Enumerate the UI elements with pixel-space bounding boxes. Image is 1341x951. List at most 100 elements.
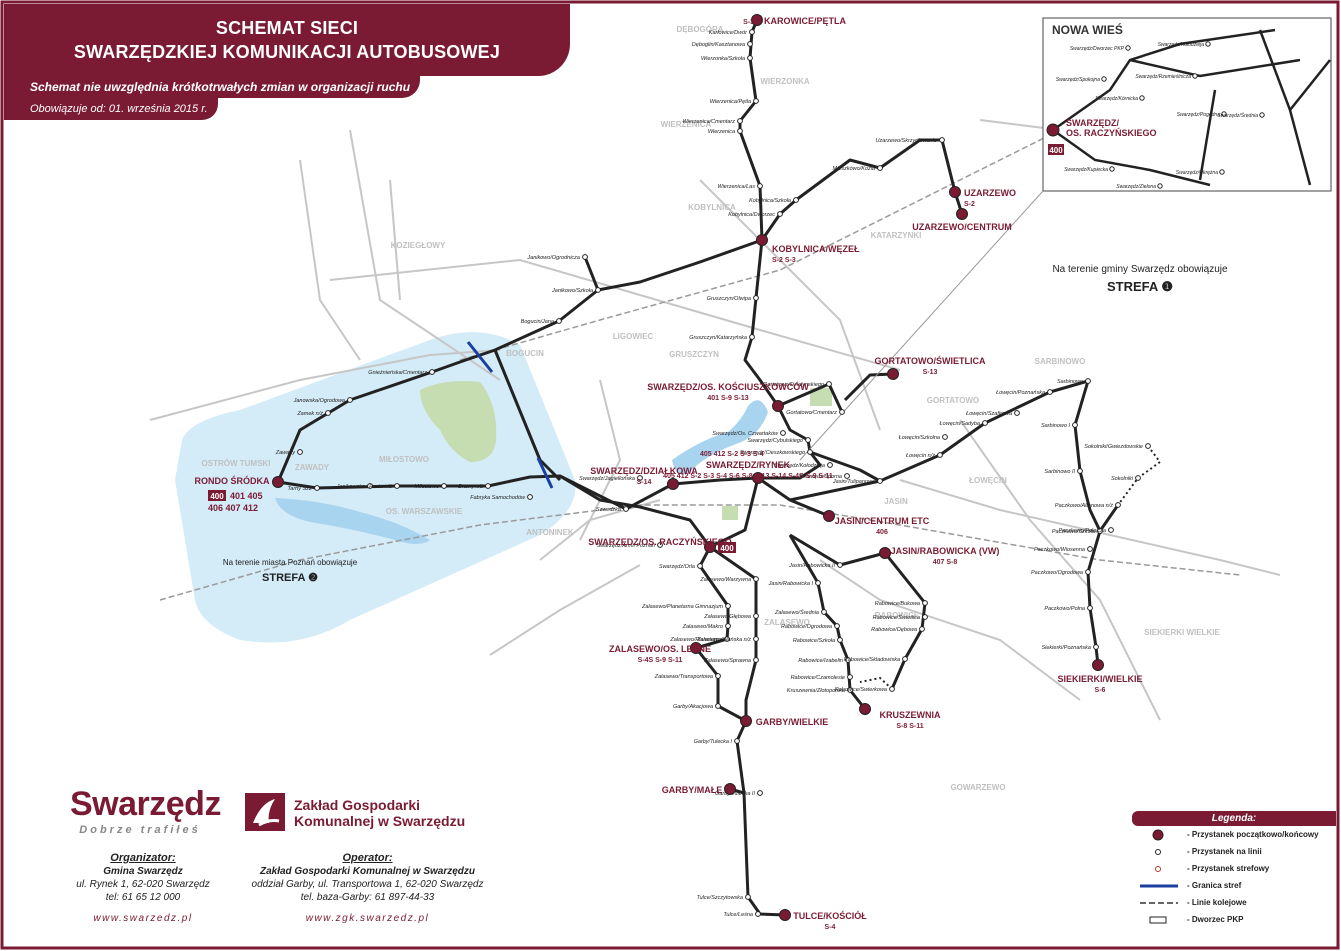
stop-marker[interactable] xyxy=(826,381,832,387)
stop-marker[interactable] xyxy=(755,911,761,917)
stop-marker[interactable] xyxy=(847,687,853,693)
terminal-marker[interactable] xyxy=(859,703,871,715)
inset-stop-marker[interactable] xyxy=(1125,45,1131,51)
stop-marker[interactable] xyxy=(394,483,400,489)
terminal-marker[interactable] xyxy=(690,642,702,654)
stop-marker[interactable] xyxy=(937,452,943,458)
stop-marker[interactable] xyxy=(753,613,759,619)
stop-marker[interactable] xyxy=(314,485,320,491)
terminal-marker[interactable] xyxy=(740,715,752,727)
stop-marker[interactable] xyxy=(919,626,925,632)
inset-stop-marker[interactable] xyxy=(1139,95,1145,101)
stop-marker[interactable] xyxy=(749,29,755,35)
stop-marker[interactable] xyxy=(807,449,813,455)
inset-stop-marker[interactable] xyxy=(1157,183,1163,189)
operator-www[interactable]: www.zgk.swarzedz.pl xyxy=(305,913,430,924)
stop-marker[interactable] xyxy=(595,287,601,293)
terminal-marker[interactable] xyxy=(272,476,284,488)
terminal-marker[interactable] xyxy=(751,14,763,26)
terminal-marker[interactable] xyxy=(756,234,768,246)
inset-stop-marker[interactable] xyxy=(1205,41,1211,47)
stop-marker[interactable] xyxy=(942,434,948,440)
stop-marker[interactable] xyxy=(1087,546,1093,552)
stop-marker[interactable] xyxy=(556,318,562,324)
stop-marker[interactable] xyxy=(877,478,883,484)
stop-marker[interactable] xyxy=(1093,644,1099,650)
stop-marker[interactable] xyxy=(1085,569,1091,575)
stop-marker[interactable] xyxy=(637,475,643,481)
stop-marker[interactable] xyxy=(844,473,850,479)
stop-marker[interactable] xyxy=(1077,468,1083,474)
terminal-marker[interactable] xyxy=(724,783,736,795)
stop-marker[interactable] xyxy=(837,562,843,568)
terminal-marker[interactable] xyxy=(772,400,784,412)
inset-stop-marker[interactable] xyxy=(1192,73,1198,79)
stop-marker[interactable] xyxy=(877,165,883,171)
terminal-marker[interactable] xyxy=(949,186,961,198)
stop-marker[interactable] xyxy=(847,674,853,680)
stop-marker[interactable] xyxy=(745,894,751,900)
stop-marker[interactable] xyxy=(757,790,763,796)
stop-marker[interactable] xyxy=(827,462,833,468)
stop-marker[interactable] xyxy=(441,483,447,489)
inset-stop-marker[interactable] xyxy=(1101,76,1107,82)
stop-marker[interactable] xyxy=(1014,410,1020,416)
stop-marker[interactable] xyxy=(724,636,730,642)
stop-marker[interactable] xyxy=(429,369,435,375)
stop-marker[interactable] xyxy=(1047,389,1053,395)
stop-marker[interactable] xyxy=(1087,605,1093,611)
stop-marker[interactable] xyxy=(815,580,821,586)
stop-marker[interactable] xyxy=(753,636,759,642)
stop-marker[interactable] xyxy=(747,55,753,61)
terminal-marker[interactable] xyxy=(887,368,899,380)
stop-marker[interactable] xyxy=(839,409,845,415)
stop-marker[interactable] xyxy=(623,506,629,512)
inset-stop-marker[interactable] xyxy=(1259,112,1265,118)
stop-marker[interactable] xyxy=(1097,528,1103,534)
organizer-www[interactable]: www.swarzedz.pl xyxy=(93,913,193,924)
stop-marker[interactable] xyxy=(922,600,928,606)
stop-marker[interactable] xyxy=(922,614,928,620)
stop-marker[interactable] xyxy=(834,623,840,629)
terminal-marker[interactable] xyxy=(704,541,716,553)
stop-marker[interactable] xyxy=(1072,422,1078,428)
stop-marker[interactable] xyxy=(845,657,851,663)
stop-marker[interactable] xyxy=(837,637,843,643)
stop-marker[interactable] xyxy=(297,449,303,455)
stop-marker[interactable] xyxy=(657,542,663,548)
stop-marker[interactable] xyxy=(777,211,783,217)
terminal-marker[interactable] xyxy=(667,478,679,490)
stop-marker[interactable] xyxy=(889,686,895,692)
stop-marker[interactable] xyxy=(325,410,331,416)
stop-marker[interactable] xyxy=(749,334,755,340)
stop-marker[interactable] xyxy=(757,183,763,189)
stop-marker[interactable] xyxy=(747,41,753,47)
stop-marker[interactable] xyxy=(939,137,945,143)
stop-marker[interactable] xyxy=(902,656,908,662)
stop-marker[interactable] xyxy=(485,483,491,489)
stop-marker[interactable] xyxy=(780,430,786,436)
stop-marker[interactable] xyxy=(753,657,759,663)
stop-marker[interactable] xyxy=(737,118,743,124)
terminal-marker[interactable] xyxy=(752,472,764,484)
stop-marker[interactable] xyxy=(725,623,731,629)
stop-marker[interactable] xyxy=(367,483,373,489)
stop-marker[interactable] xyxy=(715,703,721,709)
terminal-marker[interactable] xyxy=(1092,659,1104,671)
inset-stop-marker[interactable] xyxy=(1221,111,1227,117)
stop-marker[interactable] xyxy=(527,494,533,500)
stop-marker[interactable] xyxy=(753,576,759,582)
stop-marker[interactable] xyxy=(1115,502,1121,508)
stop-marker[interactable] xyxy=(753,295,759,301)
stop-marker[interactable] xyxy=(582,254,588,260)
stop-marker[interactable] xyxy=(734,738,740,744)
stop-marker[interactable] xyxy=(805,437,811,443)
terminal-marker[interactable] xyxy=(823,510,835,522)
stop-marker[interactable] xyxy=(1085,378,1091,384)
stop-marker[interactable] xyxy=(725,603,731,609)
stop-marker[interactable] xyxy=(821,609,827,615)
stop-marker[interactable] xyxy=(753,98,759,104)
stop-marker[interactable] xyxy=(1108,527,1114,533)
stop-marker[interactable] xyxy=(1145,443,1151,449)
stop-marker[interactable] xyxy=(982,420,988,426)
